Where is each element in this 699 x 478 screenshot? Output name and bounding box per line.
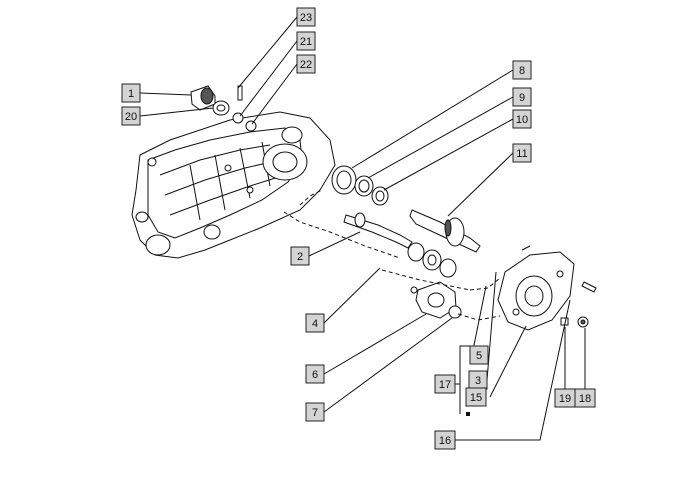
callout-4: 4 [305,313,325,333]
callout-17: 17 [434,374,456,394]
small-fitting-part-18 [577,316,589,328]
svg-text:19: 19 [559,393,571,405]
gear-cover-part [497,245,575,331]
callout-16: 16 [434,430,456,450]
svg-text:8: 8 [519,65,525,77]
callout-18: 18 [574,388,596,408]
callout-8: 8 [512,60,532,80]
callout-23: 23 [296,7,316,27]
callout-5: 5 [469,345,489,365]
svg-text:18: 18 [579,393,591,405]
svg-text:7: 7 [312,407,318,419]
bearing-part-10 [371,186,389,206]
svg-text:23: 23 [300,12,312,24]
svg-text:20: 20 [125,111,137,123]
crankcase-housing [131,111,336,259]
svg-text:4: 4 [312,318,318,330]
svg-text:6: 6 [312,369,318,381]
seal-ring-part [212,100,230,116]
svg-text:11: 11 [516,148,527,160]
callout-20: 20 [121,106,141,126]
callout-6: 6 [305,364,325,384]
callout-11: 11 [512,143,532,163]
gear-shaft-part [409,209,481,253]
svg-text:17: 17 [439,379,451,391]
callout-9: 9 [512,87,532,107]
cap-part [190,85,216,111]
callout-7: 7 [305,402,325,422]
bolt-part [581,281,597,293]
drive-flange-part [410,281,457,319]
primary-shaft-part [343,212,413,249]
svg-text:15: 15 [470,392,482,404]
callout-15: 15 [465,387,487,407]
svg-text:21: 21 [300,36,312,48]
callout-10: 10 [512,109,532,129]
bearing-part-8 [331,165,357,195]
callout-22: 22 [296,54,316,74]
callout-2: 2 [290,246,310,266]
svg-text:10: 10 [516,114,528,126]
svg-text:16: 16 [439,435,451,447]
svg-text:2: 2 [297,251,303,263]
leader-lines [139,16,586,441]
assembly-guides [283,189,501,321]
svg-text:5: 5 [476,350,482,362]
callout-1: 1 [121,83,141,103]
bearing-set-part [407,242,457,278]
svg-text:9: 9 [519,92,525,104]
callout-19: 19 [554,388,576,408]
svg-text:1: 1 [128,88,134,100]
svg-text:3: 3 [475,375,481,387]
nut-part [448,305,462,319]
bearing-part-9 [354,175,374,197]
callout-3: 3 [468,370,488,390]
svg-text:22: 22 [300,59,312,71]
pin-part [237,85,243,101]
callout-21: 21 [296,31,316,51]
